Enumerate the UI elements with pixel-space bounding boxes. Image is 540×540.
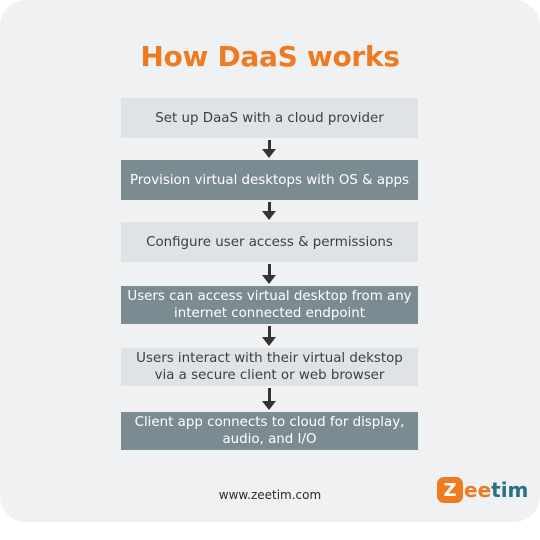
down-arrow-icon [262,388,276,410]
website-url: www.zeetim.com [218,488,322,502]
infographic-card: How DaaS works Set up DaaS with a cloud … [0,0,540,522]
logo-mark-icon: Z [437,477,463,503]
step-1-box: Set up DaaS with a cloud provider [121,98,418,138]
step-5-box: Users interact with their virtual deksto… [121,348,418,386]
step-2-box: Provision virtual desktops with OS & app… [121,160,418,200]
diagram-title: How DaaS works [140,40,400,73]
step-6-box: Client app connects to cloud for display… [121,412,418,450]
down-arrow-icon [262,326,276,346]
down-arrow-icon [262,140,276,158]
logo-text-tim: tim [491,478,529,502]
down-arrow-icon [262,202,276,220]
logo-text-ee: ee [464,478,492,502]
step-3-box: Configure user access & permissions [121,222,418,262]
down-arrow-icon [262,264,276,284]
zeetim-logo: Z ee tim [437,477,528,503]
step-4-box: Users can access virtual desktop from an… [121,286,418,324]
